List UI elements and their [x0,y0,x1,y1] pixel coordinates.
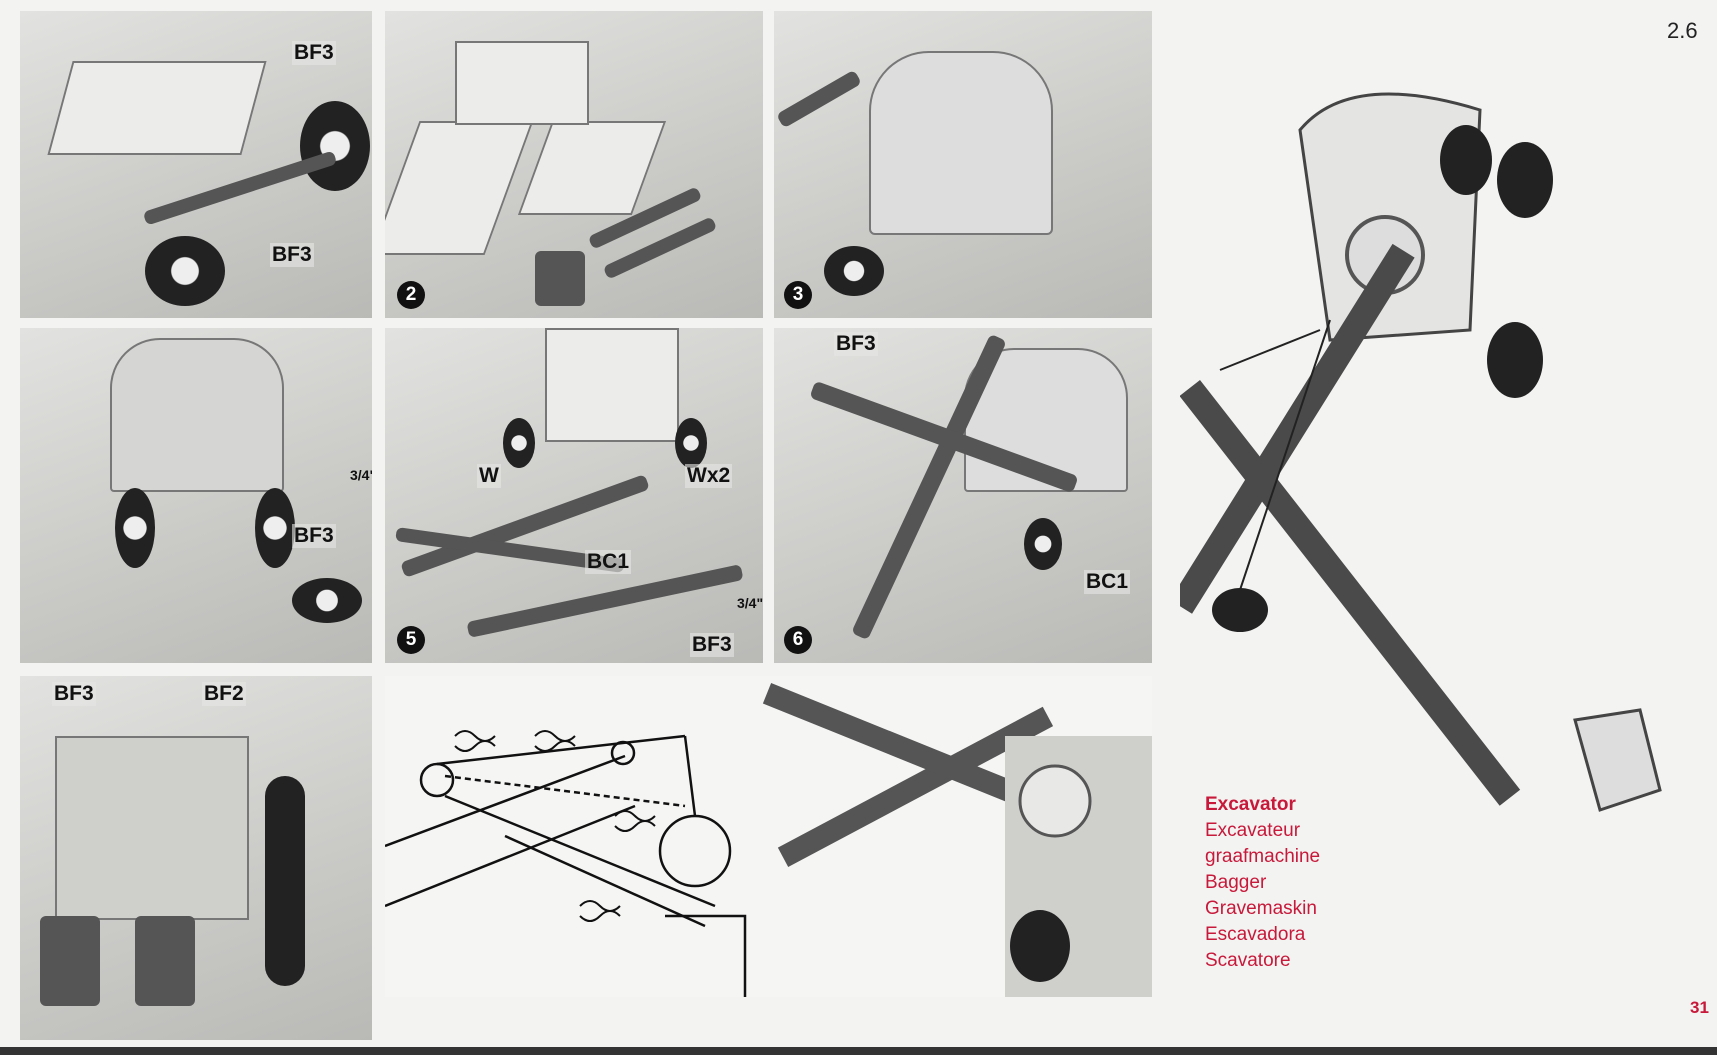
step-7-photo: BF3 BF2 [20,676,372,1040]
step-number: 2 [397,281,425,309]
pulley [292,578,362,623]
cab-body [110,338,284,492]
cord-diagram [385,683,1152,997]
step-1-photo: BF3 BF3 [20,11,372,318]
wheel [300,101,370,191]
fraction-label: 3/4" [737,595,763,611]
part-label: BF3 [292,524,336,548]
page-bottom-edge [0,1047,1717,1055]
foot [40,916,100,1006]
foot [135,916,195,1006]
model-name-nl: graafmachine [1205,846,1321,867]
flat-plate [47,61,267,155]
step-number: 5 [397,626,425,654]
part-label: W [477,464,501,488]
excavator-photo [1180,70,1680,870]
step-5-photo: W Wx2 BC1 BF3 3/4" 5 [385,328,763,663]
page-number: 31 [1690,998,1709,1017]
chassis [545,328,679,442]
part-label: BF3 [834,332,878,356]
step-number: 6 [784,626,812,654]
wheel [1024,518,1062,570]
stringing-diagram [385,676,1152,997]
part-label: BF3 [52,682,96,706]
part-label: BC1 [1084,570,1131,594]
part-label: Wx2 [685,464,733,488]
part-label: BF3 [292,41,336,65]
wheel [503,418,535,468]
strip [466,564,744,638]
model-name-fr: Excavateur [1205,820,1301,841]
model-name-de: Bagger [1205,872,1267,893]
step-3-photo: 3 [774,11,1152,318]
flat-plate [455,41,589,125]
model-name-no: Gravemaskin [1205,898,1317,919]
wheel [255,488,295,568]
wheel [115,488,155,568]
part-label: BC1 [585,550,632,574]
model-title: Excavator [1205,794,1296,815]
wheel [675,418,707,468]
flat-plate [517,121,667,215]
strip [776,69,862,129]
step-4-photo: BF3 3/4" [20,328,372,663]
section-number: 2.6 [1667,18,1698,43]
gear-wheel [824,246,884,296]
step-2-photo: 2 [385,11,763,318]
model-name-it: Scavatore [1205,950,1291,971]
flat-plate [385,121,534,255]
strip [142,150,338,226]
cord [265,776,305,986]
cab-body [869,51,1053,235]
wheel [145,236,225,306]
part-label: BF3 [690,633,734,657]
part-label: BF3 [270,243,314,267]
bracket [535,251,585,306]
step-number: 3 [784,281,812,309]
fraction-label: 3/4" [350,467,372,483]
excavator-model [1180,92,1662,812]
step-6-photo: BF3 BC1 6 [774,328,1152,663]
frame [55,736,249,920]
model-name-pt: Escavadora [1205,924,1306,945]
part-label: BF2 [202,682,246,706]
